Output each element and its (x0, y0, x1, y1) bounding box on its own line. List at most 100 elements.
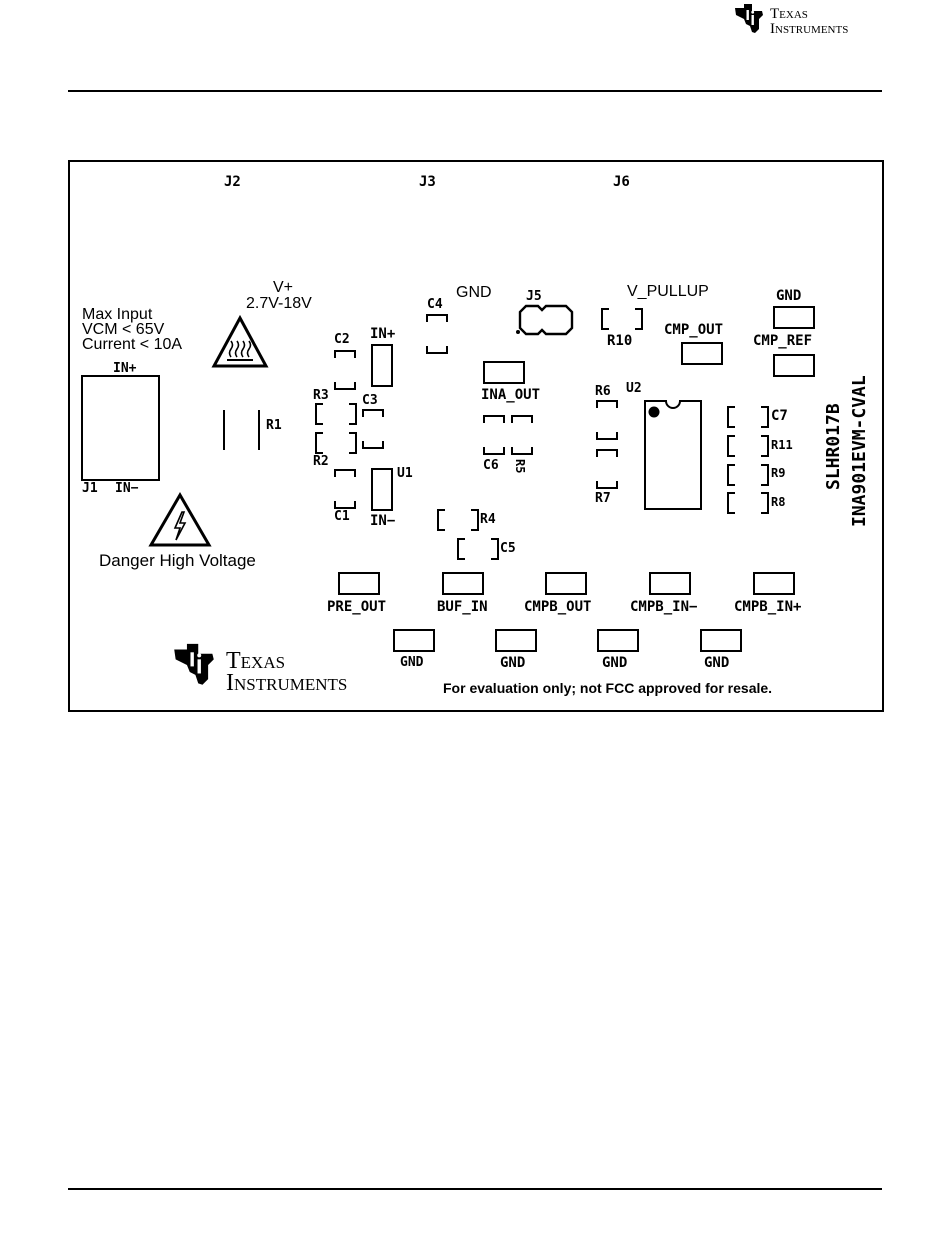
c4-footprint (426, 314, 448, 354)
current-note: Current < 10A (82, 336, 183, 353)
r5-label: R5 (513, 459, 527, 474)
cmpb-in-plus-pad (753, 572, 795, 595)
u1-footprint (371, 468, 393, 511)
r2-footprint (315, 432, 357, 454)
r4-footprint (437, 509, 479, 531)
header-rule (68, 90, 882, 92)
cmp-ref-label: CMP_REF (753, 333, 813, 349)
r7-footprint (596, 449, 618, 489)
board-ti-logo: Texas Instruments (170, 639, 400, 695)
r10-label: R10 (607, 333, 633, 349)
max-input-note: Max Input (82, 306, 153, 323)
r3-label: R3 (313, 388, 329, 403)
r8-footprint (727, 492, 769, 514)
u2-label: U2 (626, 381, 642, 396)
cmpb-in-minus-pad (649, 572, 691, 595)
connector-j6-label: J6 (613, 174, 630, 190)
r9-footprint (727, 464, 769, 486)
u1-label: U1 (397, 466, 413, 481)
vcm-note: VCM < 65V (82, 321, 165, 338)
c2-label: C2 (334, 332, 350, 347)
gnd-pad-4 (700, 629, 742, 652)
gnd-pad-1 (393, 629, 435, 652)
r11-footprint (727, 435, 769, 457)
j1-in-plus-label: IN+ (113, 361, 137, 376)
u2-footprint (644, 400, 702, 510)
c4-label: C4 (427, 297, 443, 312)
ina-out-label: INA_OUT (481, 387, 541, 403)
gnd-pad-1-label: GND (400, 655, 424, 670)
board-silkscreen: J2 J3 J6 Max Input VCM < 65V Current < 1… (68, 160, 884, 712)
in-minus-label: IN− (370, 513, 396, 529)
r1-shunt-right (258, 410, 260, 450)
board-name-label: INA901EVM-CVAL (849, 375, 870, 527)
connector-j3-label: J3 (419, 174, 436, 190)
gnd-right-label: GND (776, 288, 802, 304)
buf-in-label: BUF_IN (437, 599, 488, 615)
header-logo-line1: Texas (770, 6, 808, 22)
cmpb-in-minus-label: CMPB_IN− (630, 599, 698, 615)
hot-surface-warning-icon (211, 315, 269, 368)
vplus-label: V+ (273, 279, 294, 296)
r4-label: R4 (480, 512, 496, 527)
cmp-out-label: CMP_OUT (664, 322, 724, 338)
c6-label: C6 (483, 458, 499, 473)
c5-label: C5 (500, 541, 516, 556)
gnd-top-label: GND (456, 284, 492, 301)
in-plus-label: IN+ (370, 326, 396, 342)
r6-footprint (596, 400, 618, 440)
gnd-pad-2 (495, 629, 537, 652)
gnd-pad-3 (597, 629, 639, 652)
header-ti-logo: Texas Instruments (732, 2, 882, 38)
pre-out-pad (338, 572, 380, 595)
board-id-label: SLHR017B (823, 403, 844, 490)
c1-footprint (334, 469, 356, 509)
cmpb-in-plus-label: CMPB_IN+ (734, 599, 802, 615)
gnd-pad-2-label: GND (500, 655, 526, 671)
v-pullup-label: V_PULLUP (627, 283, 709, 300)
c7-label: C7 (771, 408, 788, 424)
connector-j2-label: J2 (224, 174, 241, 190)
c1-label: C1 (334, 509, 350, 524)
j1-label: J1 (82, 481, 98, 496)
r5-footprint (511, 415, 533, 455)
board-logo-line1: Texas (226, 648, 286, 674)
r10-footprint (601, 308, 643, 330)
c3-footprint (362, 409, 384, 449)
high-voltage-warning-icon (148, 492, 212, 547)
c7-footprint (727, 406, 769, 428)
r6-label: R6 (595, 384, 611, 399)
gnd-pad-4-label: GND (704, 655, 730, 671)
r8-label: R8 (771, 495, 786, 509)
gnd-pad-3-label: GND (602, 655, 628, 671)
ti-logo-icon (735, 4, 763, 33)
header-logo-line2: Instruments (770, 21, 849, 37)
c6-footprint (483, 415, 505, 455)
board-logo-line2: Instruments (226, 670, 348, 696)
cmp-out-pad (681, 342, 723, 365)
ti-logo-icon (174, 643, 214, 685)
danger-label: Danger High Voltage (99, 551, 256, 570)
r9-label: R9 (771, 466, 786, 480)
cmpb-out-pad (545, 572, 587, 595)
in-plus-pad (371, 344, 393, 387)
c2-footprint (334, 350, 356, 390)
j1-terminal (81, 375, 160, 481)
ina-out-pad (483, 361, 525, 384)
cmpb-out-label: CMPB_OUT (524, 599, 592, 615)
fcc-note: For evaluation only; not FCC approved fo… (443, 680, 773, 696)
cmp-ref-pad (773, 354, 815, 377)
r11-label: R11 (771, 438, 793, 452)
r3-footprint (315, 403, 357, 425)
j5-jumper (516, 304, 574, 336)
r2-label: R2 (313, 454, 329, 469)
r1-label: R1 (266, 418, 282, 433)
j1-in-minus-label: IN− (115, 481, 139, 496)
gnd-right-pad (773, 306, 815, 329)
vrange-label: 2.7V-18V (246, 295, 312, 312)
footer-rule (68, 1188, 882, 1190)
c3-label: C3 (362, 393, 378, 408)
c5-footprint (457, 538, 499, 560)
buf-in-pad (442, 572, 484, 595)
j5-label: J5 (526, 289, 542, 304)
